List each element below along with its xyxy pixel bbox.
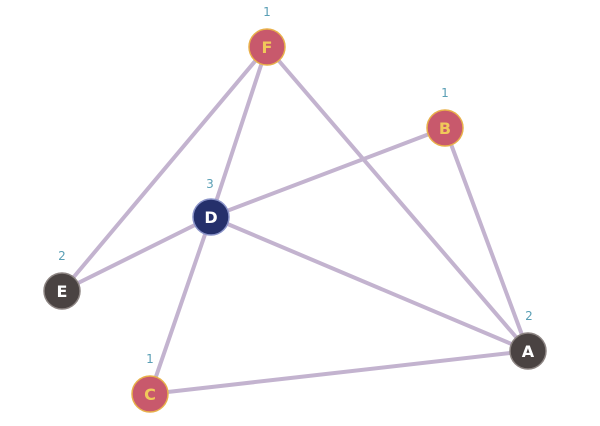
node-label-b: B — [439, 119, 451, 138]
edge-d-c — [148, 215, 213, 396]
node-circle-a[interactable] — [509, 332, 547, 370]
node-label-d: D — [204, 208, 217, 227]
edge-c-a — [148, 349, 530, 396]
node-label-c: C — [144, 385, 156, 404]
node-e[interactable]: E2 — [43, 249, 81, 310]
node-label-e: E — [57, 282, 68, 301]
node-label-a: A — [522, 342, 535, 361]
node-circle-b[interactable] — [426, 109, 464, 147]
node-count-a: 2 — [525, 309, 533, 323]
node-count-f: 1 — [263, 5, 271, 19]
node-circle-c[interactable] — [131, 375, 169, 413]
node-count-e: 2 — [58, 249, 66, 263]
edge-f-a — [265, 45, 530, 353]
edge-d-a — [209, 215, 530, 353]
node-c[interactable]: C1 — [131, 352, 169, 413]
node-count-c: 1 — [146, 352, 154, 366]
node-circle-f[interactable] — [248, 28, 286, 66]
edges-layer — [60, 45, 530, 396]
node-b[interactable]: B1 — [426, 86, 464, 147]
node-count-b: 1 — [441, 86, 449, 100]
node-label-f: F — [262, 38, 273, 57]
node-count-d: 3 — [206, 177, 214, 191]
node-circle-e[interactable] — [43, 272, 81, 310]
edge-d-e — [60, 215, 213, 293]
node-circle-d[interactable] — [192, 198, 230, 236]
edge-f-d — [209, 45, 269, 219]
edge-f-e — [60, 45, 269, 293]
edge-b-a — [443, 126, 530, 353]
edge-b-d — [209, 126, 447, 219]
node-a[interactable]: A2 — [509, 309, 547, 370]
node-f[interactable]: F1 — [248, 5, 286, 66]
node-d[interactable]: D3 — [192, 177, 230, 236]
